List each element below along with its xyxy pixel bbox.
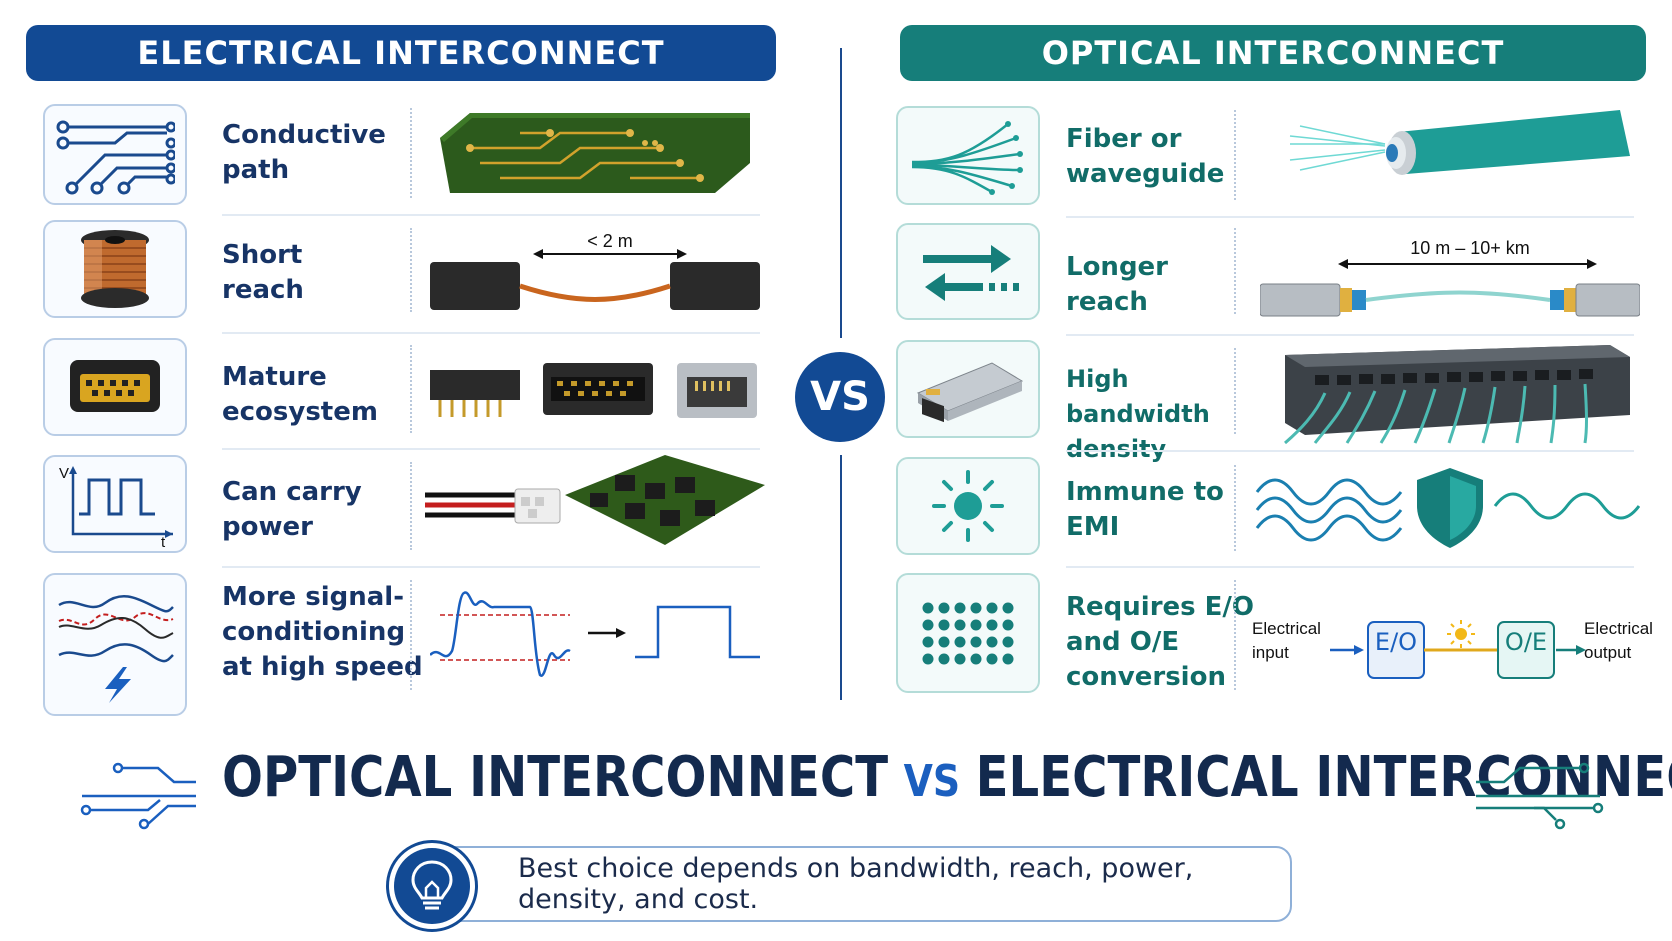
divider: [1234, 580, 1236, 690]
row-separator: [222, 448, 760, 450]
short-cable-image: < 2 m: [430, 232, 760, 310]
pcb-image: [440, 113, 750, 193]
dot-grid-icon: [896, 573, 1040, 693]
distance-label: 10 m – 10+ km: [1410, 238, 1530, 258]
divider: [410, 228, 412, 312]
circuit-decoration-left-icon: [80, 762, 196, 830]
fiber-cable-image: [1289, 110, 1630, 175]
can-carry-power-label: Can carry power: [222, 477, 362, 542]
axis-v-label: V: [59, 465, 69, 482]
short-reach-label: Short reach: [222, 240, 304, 305]
immune-emi-label: Immune to EMI: [1066, 477, 1224, 542]
circuit-traces-icon: [43, 104, 187, 205]
distance-label: < 2 m: [587, 232, 633, 251]
bandwidth-density-label: High bandwidth density: [1066, 365, 1210, 463]
conversion-diagram: [1330, 620, 1555, 679]
fiber-waveguide-label: Fiber or waveguide: [1066, 124, 1225, 189]
divider: [1234, 465, 1236, 551]
connectors-image: [430, 363, 757, 418]
center-divider-top: [840, 48, 842, 338]
title-electrical: ELECTRICAL INTERCONNECT: [975, 745, 1672, 810]
divider: [1234, 348, 1236, 434]
copper-spool-icon: [43, 220, 187, 318]
square-wave-icon: V t: [43, 455, 187, 553]
signal-conditioning-image: [430, 591, 760, 677]
eo-conversion-label: Requires E/O and O/E conversion: [1066, 592, 1255, 692]
output-arrow-icon: [1556, 645, 1586, 655]
conductive-path-label: Conductive path: [222, 120, 386, 185]
power-board-image: [425, 455, 765, 545]
title-optical: OPTICAL INTERCONNECT: [222, 745, 889, 810]
transceiver-module-icon: [896, 340, 1040, 438]
noisy-signal-icon: [43, 573, 187, 716]
row-separator: [1066, 566, 1634, 568]
bidirectional-arrows-icon: [896, 223, 1040, 320]
divider: [410, 580, 412, 690]
divider: [1234, 110, 1236, 200]
divider: [1234, 228, 1236, 314]
sun-icon: [896, 457, 1040, 555]
axis-t-label: t: [161, 534, 166, 547]
center-divider-bottom: [840, 455, 842, 700]
switch-image: [1284, 345, 1630, 445]
signal-conditioning-label: More signal- conditioning at high speed: [222, 582, 423, 682]
divider: [410, 345, 412, 433]
oe-box: O/E: [1504, 628, 1548, 656]
mature-ecosystem-label: Mature ecosystem: [222, 362, 378, 427]
row-separator: [222, 332, 760, 334]
connector-icon: [43, 338, 187, 436]
optical-link-image: 10 m – 10+ km: [1260, 238, 1640, 317]
fiber-strands-icon: [896, 106, 1040, 205]
electrical-output-label: Electrical output: [1584, 619, 1653, 662]
row-separator: [222, 566, 760, 568]
longer-reach-label: Longer reach: [1066, 252, 1169, 317]
divider: [410, 108, 412, 198]
main-title: OPTICAL INTERCONNECT VS ELECTRICAL INTER…: [222, 745, 1672, 810]
divider: [410, 462, 412, 550]
eo-box: E/O: [1374, 628, 1418, 656]
circuit-decoration-right-icon: [1476, 762, 1604, 830]
optical-header: OPTICAL INTERCONNECT: [900, 25, 1646, 81]
emi-shield-image: [1255, 468, 1640, 548]
footer-text: Best choice depends on bandwidth, reach,…: [518, 853, 1194, 915]
lightbulb-badge: [386, 840, 478, 932]
lightbulb-icon: [411, 860, 453, 910]
row-separator: [222, 214, 760, 216]
electrical-header: ELECTRICAL INTERCONNECT: [26, 25, 776, 81]
row-separator: [1066, 334, 1634, 336]
electrical-input-label: Electrical input: [1252, 619, 1321, 662]
vs-badge: VS: [795, 352, 885, 442]
footer-note: Best choice depends on bandwidth, reach,…: [440, 846, 1292, 922]
row-separator: [1066, 450, 1634, 452]
row-separator: [1066, 216, 1634, 218]
title-vs: VS: [903, 756, 961, 807]
